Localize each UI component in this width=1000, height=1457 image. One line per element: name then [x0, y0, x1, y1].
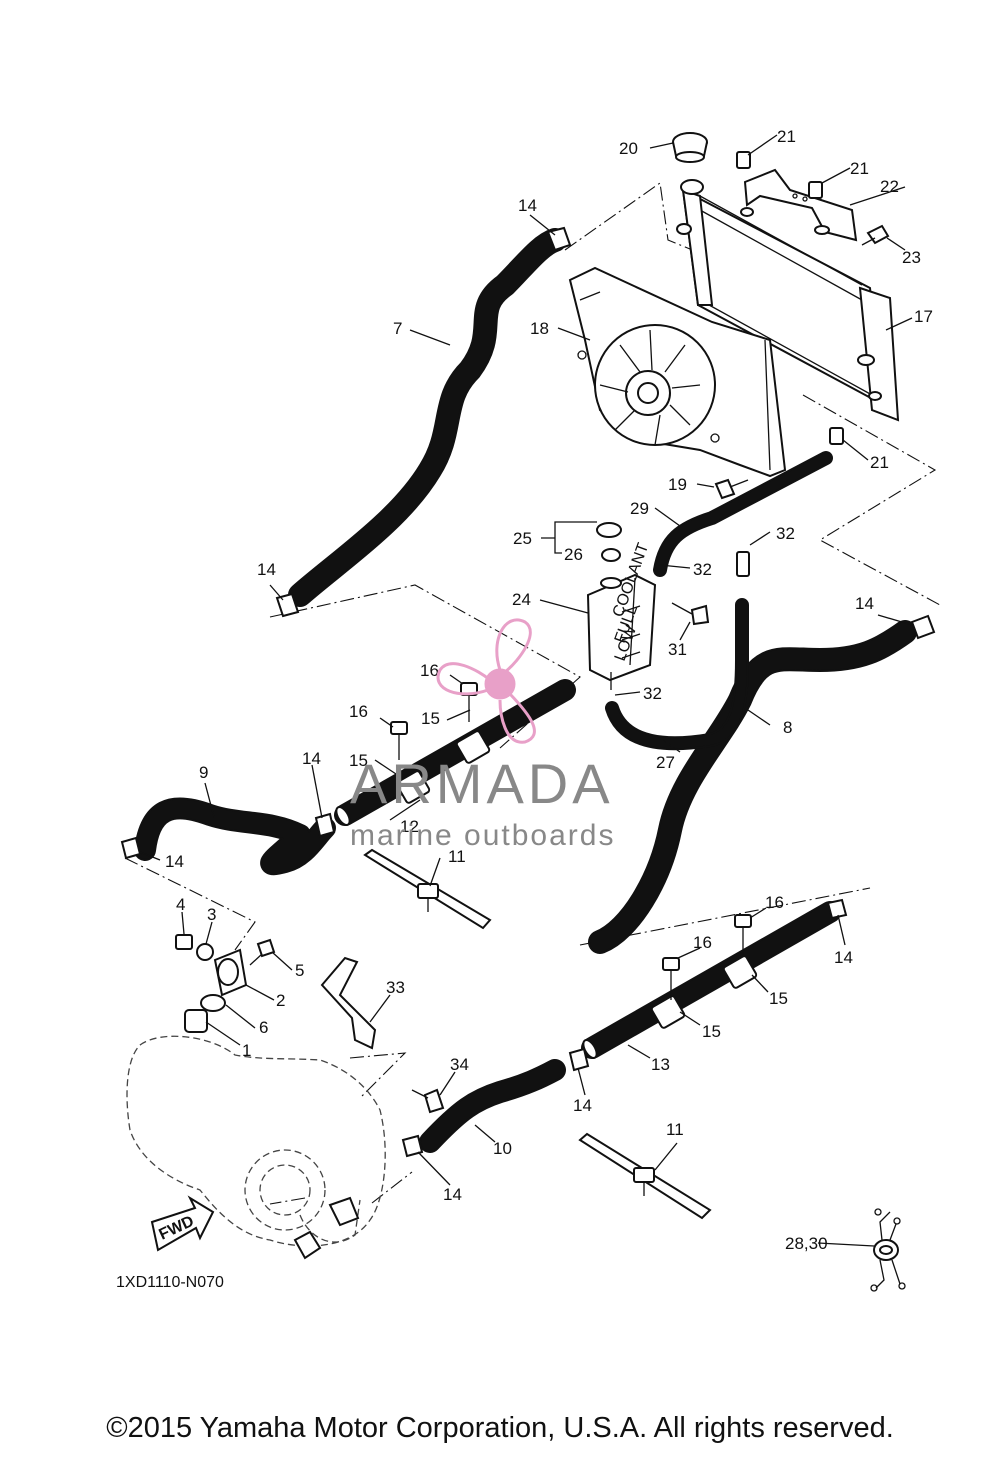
- armada-watermark: ARMADA marine outboards: [350, 618, 615, 852]
- callout-25: 25: [513, 529, 532, 548]
- radiator-cap: [672, 132, 708, 163]
- callout-labels: 20 21 21 22 23 17 21 18 19 29 32 32 25 2…: [165, 127, 933, 1253]
- callout-18: 18: [530, 319, 549, 338]
- callout-7: 7: [393, 319, 402, 338]
- callout-8: 8: [783, 718, 792, 737]
- callout-16-b: 16: [420, 661, 439, 680]
- callout-14-d: 14: [302, 749, 321, 768]
- clip-28-30: [870, 1208, 906, 1292]
- callout-29: 29: [630, 499, 649, 518]
- callout-11-b: 11: [666, 1120, 684, 1139]
- bolt-34: [411, 1088, 445, 1114]
- callout-27: 27: [656, 753, 675, 772]
- radiator: [676, 179, 900, 422]
- callout-28-30: 28,30: [785, 1234, 828, 1253]
- callout-4: 4: [176, 895, 185, 914]
- callout-2: 2: [276, 991, 285, 1010]
- propeller-logo: [436, 618, 536, 744]
- callout-15-b: 15: [421, 709, 440, 728]
- callout-17: 17: [914, 307, 933, 326]
- callout-21-a: 21: [777, 127, 796, 146]
- cooling-fan: [568, 266, 787, 478]
- hose-7: [288, 228, 567, 607]
- forward-arrow: FWD: [150, 1195, 215, 1252]
- callout-3: 3: [207, 905, 216, 924]
- watermark-tagline: marine outboards: [350, 819, 615, 852]
- callout-21-c: 21: [870, 453, 889, 472]
- bolt-23: [861, 224, 890, 246]
- callout-15-c: 15: [702, 1022, 721, 1041]
- engine-outline: [126, 1035, 386, 1260]
- callout-33: 33: [386, 978, 405, 997]
- callout-32-c: 32: [643, 684, 662, 703]
- callout-32-b: 32: [693, 560, 712, 579]
- leader-lines: [139, 134, 913, 1247]
- callout-32-a: 32: [776, 524, 795, 543]
- callout-5: 5: [295, 961, 304, 980]
- callout-16-d: 16: [765, 893, 784, 912]
- callout-19: 19: [668, 475, 687, 494]
- callout-26: 26: [564, 545, 583, 564]
- radiator-bracket: [736, 151, 858, 445]
- callout-15-a: 15: [349, 751, 368, 770]
- hose-8: [588, 620, 917, 954]
- copyright-notice: ©2015 Yamaha Motor Corporation, U.S.A. A…: [106, 1412, 894, 1444]
- callout-6: 6: [259, 1018, 268, 1037]
- callout-23: 23: [902, 248, 921, 267]
- callout-16-a: 16: [349, 702, 368, 721]
- pipe-13: [581, 901, 841, 1060]
- bolts-16: [390, 682, 752, 1000]
- callout-13: 13: [651, 1055, 670, 1074]
- bolt-19: [714, 478, 749, 500]
- hose-9: [134, 797, 336, 876]
- guide-lines: [124, 182, 941, 1205]
- callout-11-a: 11: [448, 847, 466, 866]
- callout-14-a: 14: [518, 196, 537, 215]
- bolt-31: [671, 602, 710, 626]
- pipe-12: [334, 679, 576, 827]
- callout-14-g: 14: [443, 1185, 462, 1204]
- callout-15-d: 15: [769, 989, 788, 1008]
- callout-22: 22: [880, 177, 899, 196]
- callout-16-c: 16: [693, 933, 712, 952]
- hose-10: [419, 1059, 566, 1153]
- hose-29: [653, 451, 833, 577]
- callout-31: 31: [668, 640, 687, 659]
- callout-14-e: 14: [165, 852, 184, 871]
- callout-12: 12: [400, 817, 419, 836]
- callout-1: 1: [242, 1041, 251, 1060]
- watermark-brand: ARMADA: [350, 752, 614, 815]
- callout-20: 20: [619, 139, 638, 158]
- hose-27: [605, 598, 749, 751]
- callout-14-c: 14: [855, 594, 874, 613]
- callout-21-b: 21: [850, 159, 869, 178]
- reservoir-tank: COOLANT FULL LOW: [586, 522, 657, 690]
- diagram-code: 1XD1110-N070: [116, 1274, 224, 1291]
- callout-14-b: 14: [257, 560, 276, 579]
- cable-ties-11: [363, 848, 712, 1220]
- callout-9: 9: [199, 763, 208, 782]
- callout-34: 34: [450, 1055, 469, 1074]
- callout-14-f: 14: [573, 1096, 592, 1115]
- bracket-33: [320, 956, 377, 1050]
- callout-24: 24: [512, 590, 531, 609]
- callout-10: 10: [493, 1139, 512, 1158]
- callout-14-h: 14: [834, 948, 853, 967]
